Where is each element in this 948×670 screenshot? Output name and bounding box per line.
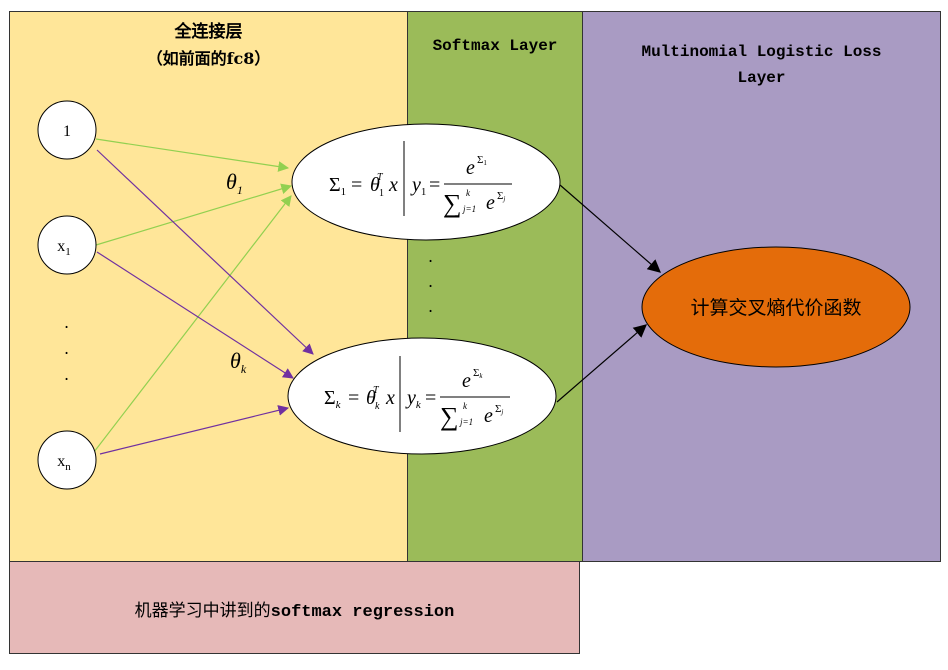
bottom-den-bot: j=1 — [459, 417, 473, 427]
top-den-exp: Σ — [497, 190, 503, 202]
top-sum: Σ — [329, 174, 341, 196]
fc-ellipsis-dot-2: . — [64, 339, 69, 358]
edge-1-to-bottom — [96, 149, 314, 355]
top-num-exp-sub: 1 — [483, 159, 487, 167]
bottom-num-base: e — [462, 370, 471, 392]
bottom-y: y — [405, 387, 416, 409]
fc-layer-subtitle: （如前面的fc8） — [9, 45, 408, 69]
top-num-text: e — [466, 157, 475, 179]
top-den-base: e — [486, 192, 495, 214]
input-label-1: 1 — [63, 123, 71, 140]
top-y: y — [410, 174, 421, 196]
bottom-den-exp-text: Σj — [495, 403, 503, 416]
bottom-sum-text: Σk — [324, 387, 342, 411]
bottom-theta: θ — [366, 387, 376, 409]
edge-top-to-loss — [559, 184, 661, 273]
softmax-layer-title: Softmax Layer — [432, 37, 558, 55]
softmax-ellipsis-dot-3: . — [428, 297, 433, 316]
bottom-den-base: e — [484, 405, 493, 427]
input-label-x1: x1 — [57, 238, 71, 258]
fc-layer-title: 全连接层 — [174, 22, 243, 42]
bottom-eq2: = — [425, 387, 436, 409]
loss-node-label: 计算交叉熵代价函数 — [690, 297, 861, 319]
softmax-regression-panel — [9, 561, 580, 654]
top-den-exp-text: Σj — [497, 190, 505, 203]
top-theta: θ — [370, 174, 380, 196]
softmax-node-bottom: Σk = θ T k x yk = e Σk ∑ k j=1 e Σj — [287, 337, 557, 455]
bottom-theta-text: θ — [366, 387, 376, 409]
input-node-xn — [37, 430, 97, 490]
bottom-num-text: e — [462, 370, 471, 392]
bottom-note: 机器学习中讲到的softmax regression — [9, 596, 580, 622]
edge-x1-to-top — [95, 183, 293, 246]
softmax-layer-panel — [407, 11, 583, 562]
input-node-x1 — [37, 215, 97, 275]
top-eq1: = — [351, 174, 362, 196]
theta-1-sym: θ — [226, 169, 237, 194]
top-den-bot: j=1 — [462, 204, 476, 214]
bottom-y-text: yk — [405, 387, 422, 411]
bottom-den-top: k — [463, 401, 468, 411]
top-num-base: e — [466, 157, 475, 179]
edge-xn-to-bottom — [99, 405, 290, 455]
input-label-x1-base: x — [57, 238, 65, 255]
input-node-1 — [37, 100, 97, 160]
bottom-num-exp-text: Σk — [473, 367, 483, 380]
fc-ellipsis-dot-1: . — [64, 313, 69, 332]
top-sum-text: Σ1 — [329, 174, 346, 198]
input-label-xn-sub: n — [65, 461, 71, 473]
theta-1-sub: 1 — [237, 183, 243, 197]
top-den-top: k — [466, 188, 471, 198]
top-theta-text: θ — [370, 174, 380, 196]
bottom-den-exp: Σ — [495, 403, 501, 415]
top-eq2: = — [429, 174, 440, 196]
bottom-note-prefix: 机器学习中讲到的 — [134, 601, 271, 621]
loss-layer-title-line2: Layer — [737, 69, 786, 87]
bottom-eq1: = — [348, 387, 359, 409]
top-den-exp-sub: j — [502, 195, 505, 203]
top-y-sub: 1 — [421, 186, 427, 198]
bottom-theta-sup: T — [373, 385, 380, 396]
softmax-node-top: Σ1 = θ T 1 x y1 = e Σ1 ∑ k j=1 e Σj — [291, 123, 561, 241]
bottom-num-exp-sub: k — [479, 372, 483, 380]
fc-ellipsis-dot-3: . — [64, 365, 69, 384]
loss-layer-title-line1: Multinomial Logistic Loss — [641, 43, 882, 61]
top-num-exp-text: Σ1 — [477, 154, 487, 167]
top-den-sum: ∑ — [443, 189, 462, 218]
bottom-sum: Σ — [324, 387, 336, 409]
top-theta-sub: 1 — [379, 188, 384, 199]
input-label-xn: xn — [57, 453, 71, 473]
theta-k-label: θk — [230, 348, 247, 376]
loss-node — [641, 246, 911, 368]
bottom-num-exp: Σ — [473, 367, 479, 379]
softmax-ellipsis-dot-1: . — [428, 247, 433, 266]
edge-1-to-top — [95, 138, 290, 172]
input-label-x1-sub: 1 — [65, 246, 71, 258]
edge-x1-to-bottom — [96, 251, 294, 379]
bottom-x: x — [385, 387, 395, 409]
edge-bottom-to-loss — [556, 324, 647, 403]
fc-layer-subtitle-text: （如前面的fc8） — [146, 49, 271, 68]
theta-k-sym: θ — [230, 348, 241, 373]
top-num-exp: Σ — [477, 154, 483, 166]
bottom-y-sub: k — [416, 399, 422, 411]
theta-k-sub: k — [241, 362, 247, 376]
bottom-den-exp-sub: j — [500, 408, 503, 416]
bottom-sum-sub: k — [336, 399, 342, 411]
bottom-note-suffix: softmax regression — [270, 603, 455, 622]
edge-xn-to-top — [93, 195, 292, 453]
input-label-xn-base: x — [57, 453, 65, 470]
bottom-den-sum: ∑ — [440, 402, 459, 431]
softmax-ellipsis-dot-2: . — [428, 272, 433, 291]
bottom-theta-sub: k — [375, 401, 380, 412]
top-y-text: y1 — [410, 174, 426, 198]
top-x: x — [388, 174, 398, 196]
theta-1-label: θ1 — [226, 169, 243, 197]
top-theta-sup: T — [377, 172, 384, 183]
top-sum-sub: 1 — [341, 186, 347, 198]
